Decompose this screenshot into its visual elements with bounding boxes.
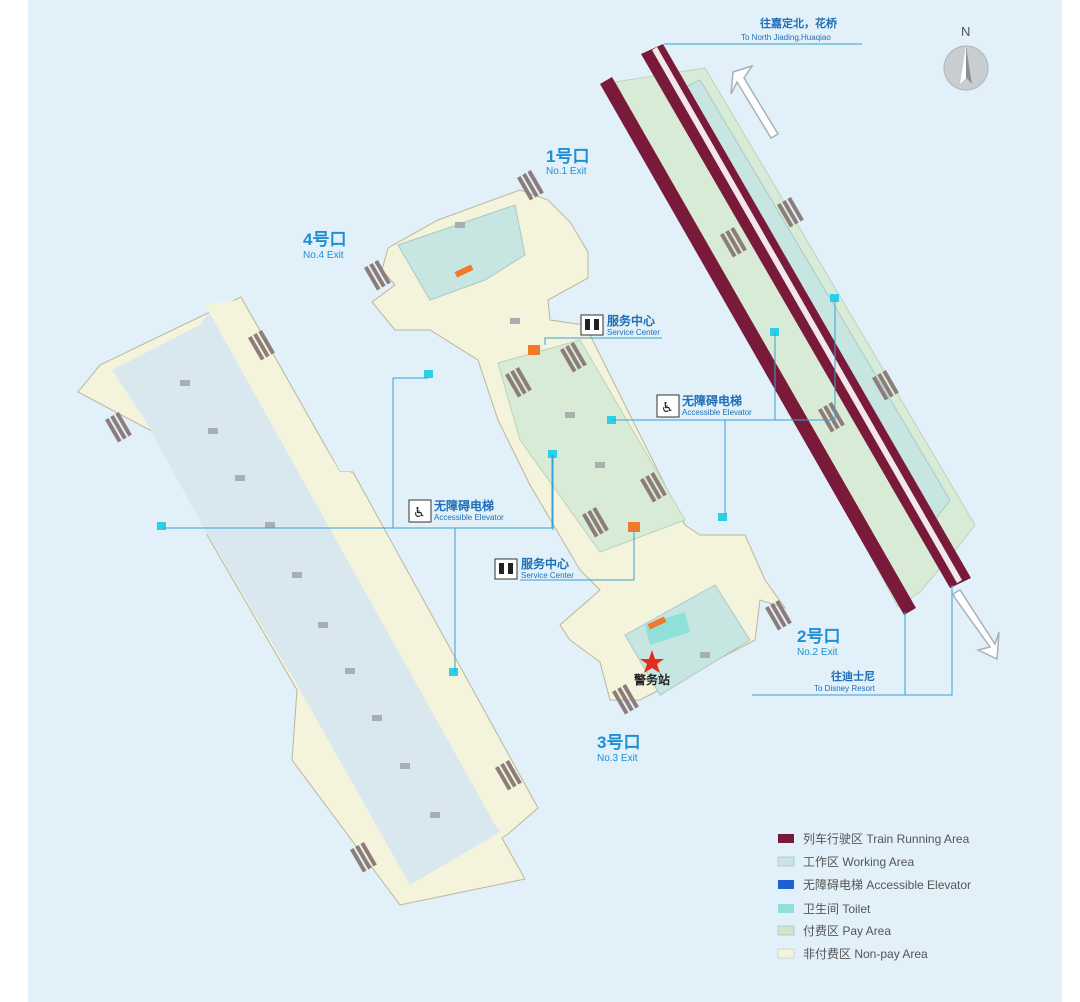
south-direction-sub: To Disney Resort	[814, 684, 876, 693]
service-center-marker-top	[528, 345, 540, 355]
compass-icon: N	[943, 24, 989, 91]
person-icon	[508, 563, 513, 574]
legend-swatch-nonpay	[777, 948, 795, 959]
service-center-top: 服务中心 Service Center	[580, 313, 660, 337]
legend-swatch-work	[777, 856, 795, 867]
service-center-bottom: 服务中心 Service Center	[494, 556, 574, 580]
exit1-sub: No.1 Exit	[546, 166, 587, 177]
legend-label: 列车行驶区 Train Running Area	[803, 831, 970, 846]
north-arrow-icon	[730, 64, 780, 140]
svg-text:服务中心: 服务中心	[521, 556, 569, 571]
left-concourse	[77, 296, 539, 906]
svg-text:警务站: 警务站	[633, 672, 670, 687]
legend-label: 无障碍电梯 Accessible Elevator	[803, 877, 971, 892]
exit2-label: 2号口	[797, 627, 840, 646]
legend-label: 卫生间 Toilet	[803, 902, 871, 916]
exit2-sub: No.2 Exit	[797, 647, 838, 658]
svg-text:Service Center: Service Center	[607, 328, 660, 337]
north-direction-sub: To North Jiading,Huaqiao	[741, 33, 831, 42]
exit4-sub: No.4 Exit	[303, 250, 344, 261]
legend-swatch-pay	[777, 925, 795, 936]
legend-label: 付费区 Pay Area	[803, 924, 891, 938]
exit3-label: 3号口	[597, 733, 640, 752]
ticket-office-marker	[454, 264, 474, 278]
accessible-elevator-right: ♿ 无障碍电梯 Accessible Elevator	[656, 393, 752, 418]
svg-text:无障碍电梯: 无障碍电梯	[433, 498, 494, 513]
exit4-label: 4号口	[303, 230, 346, 249]
leader-lines	[162, 43, 953, 696]
svg-text:服务中心: 服务中心	[607, 313, 655, 328]
wheelchair-icon: ♿	[413, 504, 426, 520]
south-arrow-icon	[952, 588, 1000, 661]
exit3-sub: No.3 Exit	[597, 753, 638, 764]
svg-text:Accessible Elevator: Accessible Elevator	[434, 513, 504, 522]
legend-label: 非付费区 Non-pay Area	[803, 947, 928, 961]
accessible-elevator-left: ♿ 无障碍电梯 Accessible Elevator	[408, 498, 504, 523]
legend: 列车行驶区 Train Running Area 工作区 Working Are…	[777, 831, 971, 961]
legend-swatch-toilet	[778, 904, 794, 913]
compass-label: N	[961, 24, 970, 39]
exit1-label: 1号口	[546, 147, 589, 166]
wheelchair-icon: ♿	[661, 399, 674, 415]
ticket-office-marker-2	[647, 616, 667, 630]
police-station: 警务站	[633, 650, 670, 687]
person-icon	[585, 319, 590, 330]
legend-label: 工作区 Working Area	[803, 855, 914, 869]
person-icon	[594, 319, 599, 330]
train-running-area	[600, 44, 971, 615]
person-icon	[499, 563, 504, 574]
south-direction-label: 往迪士尼	[831, 669, 875, 683]
svg-text:无障碍电梯: 无障碍电梯	[681, 393, 742, 408]
svg-text:Service Center: Service Center	[521, 571, 574, 580]
service-center-marker-bottom	[628, 522, 640, 532]
legend-swatch-train	[778, 834, 794, 843]
columns-group	[180, 222, 710, 818]
legend-swatch-elevator	[778, 880, 794, 889]
star-icon	[640, 650, 664, 673]
north-direction-label: 往嘉定北，花桥	[760, 16, 838, 30]
svg-text:Accessible Elevator: Accessible Elevator	[682, 408, 752, 417]
